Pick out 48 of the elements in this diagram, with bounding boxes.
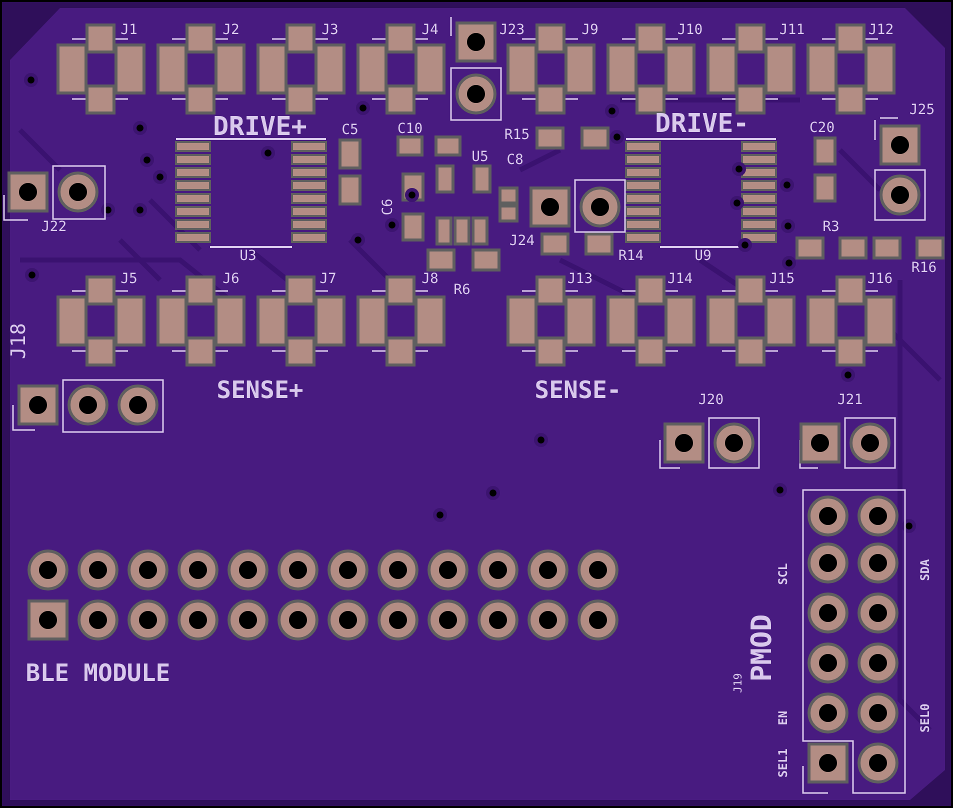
silkscreen-label: J13	[567, 272, 593, 286]
silkscreen-label: C6	[381, 198, 395, 216]
silkscreen-label: J2	[222, 23, 240, 37]
silkscreen-label: R15	[504, 128, 530, 142]
silkscreen-label: J12	[868, 23, 894, 37]
silkscreen-label: SDA	[919, 559, 931, 581]
silkscreen-label: C5	[342, 123, 358, 137]
silkscreen-label: R16	[911, 261, 937, 275]
silkscreen-label: U9	[694, 249, 712, 263]
silkscreen-label: J18	[8, 322, 28, 360]
silkscreen-label: PMOD	[748, 614, 776, 682]
silkscreen-label: SCL	[777, 563, 789, 585]
silkscreen-label: J21	[837, 393, 863, 407]
silkscreen-label: U3	[240, 249, 256, 263]
silkscreen-label: J11	[779, 23, 805, 37]
silkscreen-label: BLE MODULE	[26, 661, 170, 685]
silkscreen-label: J7	[320, 272, 336, 286]
silkscreen-label: J25	[909, 103, 935, 117]
silkscreen-label: R14	[618, 249, 644, 263]
silkscreen-label: J19	[732, 673, 744, 693]
silkscreen-label: J15	[769, 272, 795, 286]
silkscreen-label: EN	[777, 710, 789, 726]
silkscreen-label: C8	[506, 153, 524, 167]
silkscreen-label: J10	[677, 23, 703, 37]
silkscreen-label: J20	[698, 393, 724, 407]
silkscreen-label: SEL1	[777, 748, 789, 778]
silkscreen-label: SENSE-	[534, 378, 622, 402]
silkscreen-label: DRIVE-	[655, 111, 749, 137]
silkscreen-label: J6	[222, 272, 240, 286]
silkscreen-label: C20	[809, 121, 835, 135]
silkscreen-label: R6	[454, 283, 470, 297]
silkscreen-label: J4	[422, 23, 438, 37]
silkscreen-label: J24	[509, 234, 535, 248]
silkscreen-label: J16	[867, 272, 893, 286]
silkscreen-label: J22	[41, 220, 67, 234]
silkscreen-label: U5	[472, 150, 488, 164]
silkscreen-label: SEL0	[919, 704, 931, 732]
silkscreen-label: J1	[120, 23, 138, 37]
silkscreen-label: SENSE+	[216, 378, 304, 402]
silkscreen-label: J5	[120, 272, 138, 286]
silkscreen-label: C10	[397, 122, 423, 136]
silkscreen-label: DRIVE+	[213, 114, 307, 140]
silkscreen-label: J14	[667, 272, 693, 286]
silkscreen-label: J3	[322, 23, 338, 37]
silkscreen-label: R3	[822, 220, 840, 234]
silkscreen-label: J23	[499, 23, 525, 37]
silkscreen-label: J9	[582, 23, 598, 37]
silkscreen-label: J8	[422, 272, 438, 286]
